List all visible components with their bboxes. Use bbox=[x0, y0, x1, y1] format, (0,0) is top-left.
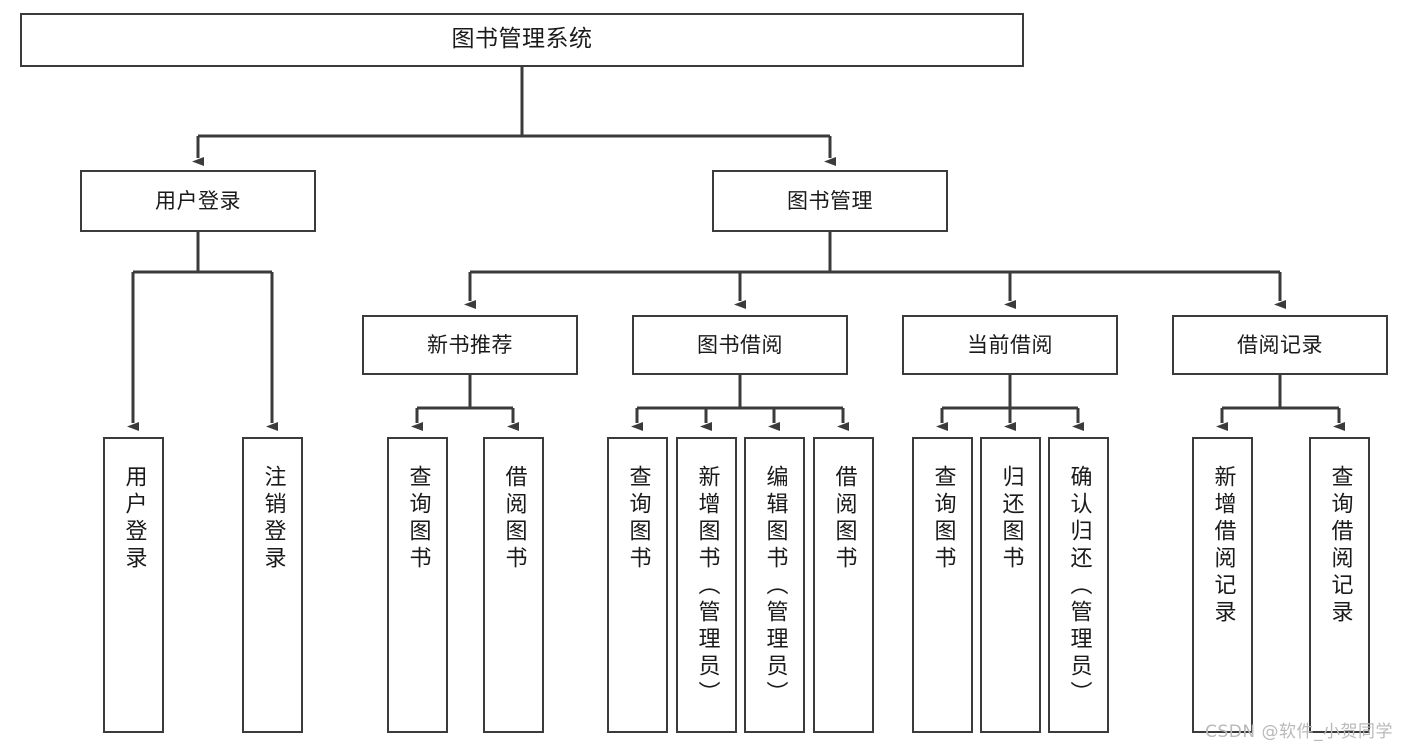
node-current-borrow[interactable]: 当前借阅 bbox=[902, 315, 1118, 375]
node-label: 借阅记录 bbox=[1237, 332, 1323, 357]
leaf-query-book-current[interactable]: 查询图书 bbox=[912, 437, 973, 733]
leaf-query-book-borrow[interactable]: 查询图书 bbox=[607, 437, 668, 733]
leaf-query-book-recommend[interactable]: 查询图书 bbox=[387, 437, 448, 733]
node-label: 当前借阅 bbox=[967, 332, 1053, 357]
leaf-confirm-return-admin[interactable]: 确认归还（管理员） bbox=[1048, 437, 1109, 733]
node-label: 查询图书 bbox=[930, 465, 956, 573]
node-label: 借阅图书 bbox=[831, 465, 857, 573]
leaf-return-book[interactable]: 归还图书 bbox=[980, 437, 1041, 733]
node-label: 图书借阅 bbox=[697, 332, 783, 357]
node-label: 图书管理 bbox=[787, 188, 873, 213]
node-new-book-recommend[interactable]: 新书推荐 bbox=[362, 315, 578, 375]
node-label: 查询借阅记录 bbox=[1327, 465, 1353, 627]
leaf-borrow-book[interactable]: 借阅图书 bbox=[813, 437, 874, 733]
node-label: 归还图书 bbox=[998, 465, 1024, 573]
node-book-management[interactable]: 图书管理 bbox=[712, 170, 948, 232]
csdn-watermark: CSDN @软件_小贺同学 bbox=[1205, 722, 1393, 742]
node-label: 确认归还（管理员） bbox=[1066, 465, 1092, 708]
node-label: 查询图书 bbox=[405, 465, 431, 573]
leaf-borrow-book-recommend[interactable]: 借阅图书 bbox=[483, 437, 544, 733]
node-label: 借阅图书 bbox=[501, 465, 527, 573]
node-book-borrow[interactable]: 图书借阅 bbox=[632, 315, 848, 375]
leaf-user-login[interactable]: 用户登录 bbox=[103, 437, 164, 733]
leaf-edit-book-admin[interactable]: 编辑图书（管理员） bbox=[744, 437, 805, 733]
node-label: 图书管理系统 bbox=[451, 26, 593, 53]
leaf-add-book-admin[interactable]: 新增图书（管理员） bbox=[676, 437, 737, 733]
node-borrow-record[interactable]: 借阅记录 bbox=[1172, 315, 1388, 375]
node-label: 新增借阅记录 bbox=[1210, 465, 1236, 627]
leaf-query-borrow-record[interactable]: 查询借阅记录 bbox=[1309, 437, 1370, 733]
node-label: 新增图书（管理员） bbox=[694, 465, 720, 708]
node-label: 查询图书 bbox=[625, 465, 651, 573]
node-label: 用户登录 bbox=[155, 188, 241, 213]
node-label: 用户登录 bbox=[121, 465, 147, 573]
node-root-book-management-system[interactable]: 图书管理系统 bbox=[20, 13, 1024, 67]
node-label: 编辑图书（管理员） bbox=[762, 465, 788, 708]
node-user-login[interactable]: 用户登录 bbox=[80, 170, 316, 232]
leaf-logout-login[interactable]: 注销登录 bbox=[242, 437, 303, 733]
node-label: 新书推荐 bbox=[427, 332, 513, 357]
node-label: 注销登录 bbox=[260, 465, 286, 573]
leaf-add-borrow-record[interactable]: 新增借阅记录 bbox=[1192, 437, 1253, 733]
